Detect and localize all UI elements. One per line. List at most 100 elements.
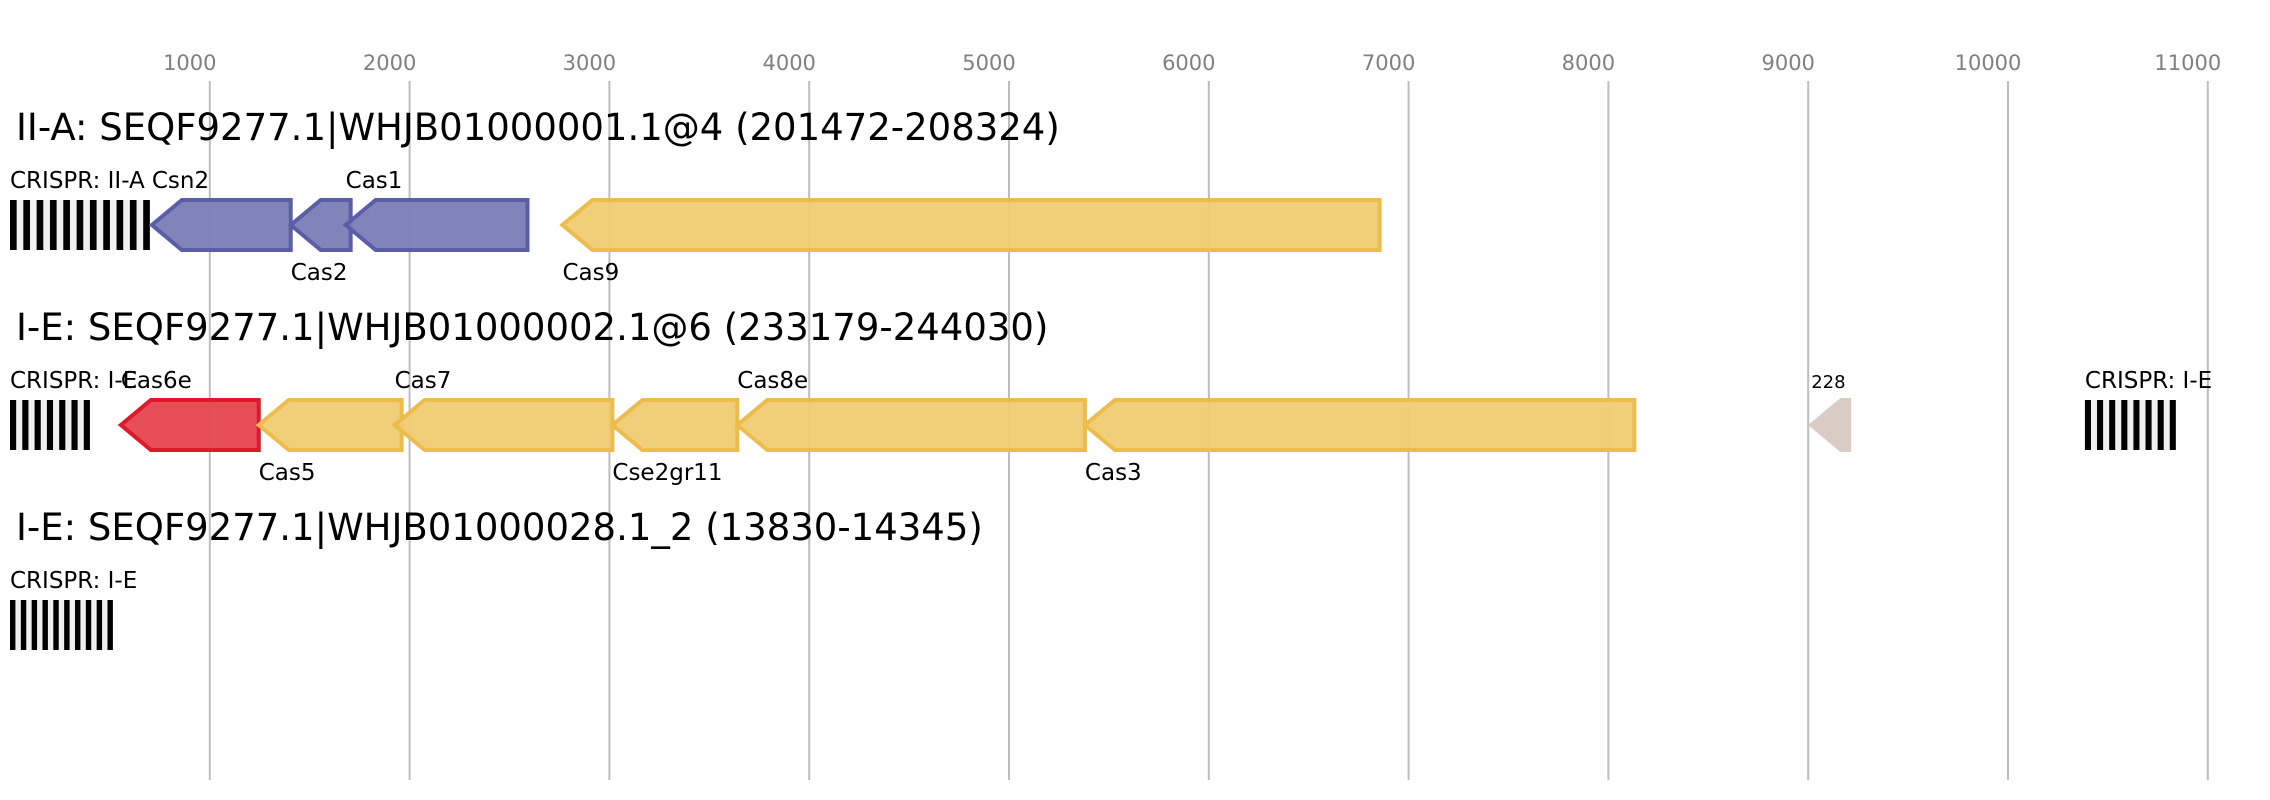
- crispr-label: CRISPR: I-E: [10, 368, 137, 394]
- crispr-repeat: [129, 200, 137, 250]
- crispr-repeat: [2169, 400, 2176, 450]
- crispr-repeat: [53, 600, 59, 650]
- crispr-repeat: [2133, 400, 2140, 450]
- crispr-array[interactable]: CRISPR: I-E: [10, 568, 137, 650]
- crispr-repeat: [42, 600, 48, 650]
- gene-cas6e[interactable]: Cas6e: [117, 368, 261, 452]
- crispr-repeat: [31, 600, 38, 650]
- crispr-repeat: [36, 200, 44, 250]
- loci: II-A: SEQF9277.1|WHJB01000001.1@4 (20147…: [10, 106, 2212, 650]
- tick-label: 8000: [1562, 51, 1615, 75]
- gene-label: 228: [1811, 372, 1845, 393]
- crispr-repeat: [76, 200, 84, 250]
- tick-label: 5000: [962, 51, 1015, 75]
- locus-2: I-E: SEQF9277.1|WHJB01000028.1_2 (13830-…: [10, 506, 983, 650]
- crispr-background: [10, 600, 113, 650]
- gene-cas7[interactable]: Cas7: [391, 368, 615, 452]
- gene-cas1[interactable]: Cas1: [342, 168, 530, 252]
- crispr-repeat: [46, 400, 54, 450]
- crispr-repeat: [74, 600, 81, 650]
- gene-arrow[interactable]: [117, 398, 261, 452]
- locus-title: I-E: SEQF9277.1|WHJB01000028.1_2 (13830-…: [16, 506, 983, 549]
- crispr-repeat: [2097, 400, 2104, 450]
- gene-arrow[interactable]: [148, 198, 293, 252]
- crispr-label: CRISPR: I-E: [2085, 368, 2212, 394]
- crispr-repeat: [2121, 400, 2128, 450]
- tick-label: 3000: [563, 51, 616, 75]
- gene-label: Cas5: [259, 460, 316, 486]
- tick-label: 10000: [1955, 51, 2022, 75]
- locus-title: II-A: SEQF9277.1|WHJB01000001.1@4 (20147…: [16, 106, 1060, 149]
- crispr-repeat: [96, 600, 103, 650]
- crispr-repeat: [10, 200, 17, 250]
- crispr-array[interactable]: CRISPR: II-A: [10, 168, 150, 250]
- gene-label: Cse2gr11: [612, 460, 722, 486]
- gene-label: Cas1: [346, 168, 403, 194]
- crispr-repeat: [20, 600, 27, 650]
- tick-label: 1000: [163, 51, 216, 75]
- crispr-repeat: [49, 200, 57, 250]
- crispr-label: CRISPR: I-E: [10, 568, 137, 594]
- crispr-repeat: [107, 600, 113, 650]
- gene-csn2[interactable]: Csn2: [148, 168, 293, 252]
- crispr-repeat: [71, 400, 78, 450]
- crispr-repeat: [59, 400, 66, 450]
- crispr-repeat: [116, 200, 124, 250]
- crispr-repeat: [23, 200, 30, 250]
- gene-label: Cas7: [395, 368, 452, 394]
- gene-arrow[interactable]: [1081, 398, 1637, 452]
- gene-arrow[interactable]: [559, 198, 1382, 252]
- locus-2-features: CRISPR: I-E: [10, 568, 137, 650]
- gene-cas9[interactable]: Cas9: [559, 198, 1382, 286]
- crispr-repeat: [2109, 400, 2116, 450]
- crispr-repeat: [83, 400, 90, 450]
- crispr-repeat: [64, 600, 70, 650]
- crispr-repeat: [89, 200, 97, 250]
- gene-label: Csn2: [152, 168, 209, 194]
- gene-label: Cas9: [562, 260, 619, 286]
- gene-label: Cas8e: [737, 368, 808, 394]
- locus-title: I-E: SEQF9277.1|WHJB01000002.1@6 (233179…: [16, 306, 1048, 349]
- tick-label: 4000: [762, 51, 815, 75]
- gene-arrow[interactable]: [1808, 398, 1852, 452]
- gene-cas5[interactable]: Cas5: [255, 398, 404, 486]
- tick-label: 7000: [1362, 51, 1415, 75]
- crispr-repeat: [103, 200, 110, 250]
- gene-cse2gr11[interactable]: Cse2gr11: [609, 398, 740, 486]
- crispr-repeat: [10, 400, 17, 450]
- gene-label: Cas6e: [121, 368, 192, 394]
- tick-label: 11000: [2154, 51, 2221, 75]
- gene-arrow[interactable]: [609, 398, 740, 452]
- crispr-repeat: [85, 600, 92, 650]
- crispr-repeat: [2157, 400, 2164, 450]
- crispr-repeat: [2084, 400, 2091, 450]
- gene-cas8e[interactable]: Cas8e: [734, 368, 1087, 452]
- gene-arrow[interactable]: [255, 398, 404, 452]
- crispr-repeat: [63, 200, 70, 250]
- gene-label: Cas2: [291, 260, 348, 286]
- crispr-array[interactable]: CRISPR: I-E: [10, 368, 137, 450]
- crispr-array[interactable]: CRISPR: I-E: [2084, 368, 2212, 450]
- crispr-repeat: [143, 200, 150, 250]
- crispr-repeat: [10, 600, 16, 650]
- gene-arrow[interactable]: [734, 398, 1087, 452]
- crispr-repeat: [22, 400, 29, 450]
- gene-cas3[interactable]: Cas3: [1081, 398, 1637, 486]
- gene-arrow[interactable]: [391, 398, 615, 452]
- gene-arrow[interactable]: [342, 198, 530, 252]
- crispr-repeat: [2145, 400, 2152, 450]
- crispr-repeat: [34, 400, 41, 450]
- gene-arrow[interactable]: [287, 198, 353, 252]
- tick-label: 2000: [363, 51, 416, 75]
- gene-228[interactable]: 228: [1808, 372, 1852, 452]
- tick-label: 9000: [1761, 51, 1814, 75]
- tick-label: 6000: [1162, 51, 1215, 75]
- crispr-label: CRISPR: II-A: [10, 168, 145, 194]
- locus-0: II-A: SEQF9277.1|WHJB01000001.1@4 (20147…: [10, 106, 1382, 286]
- gene-label: Cas3: [1085, 460, 1142, 486]
- locus-1: I-E: SEQF9277.1|WHJB01000002.1@6 (233179…: [10, 306, 2212, 486]
- gene-cas2[interactable]: Cas2: [287, 198, 353, 286]
